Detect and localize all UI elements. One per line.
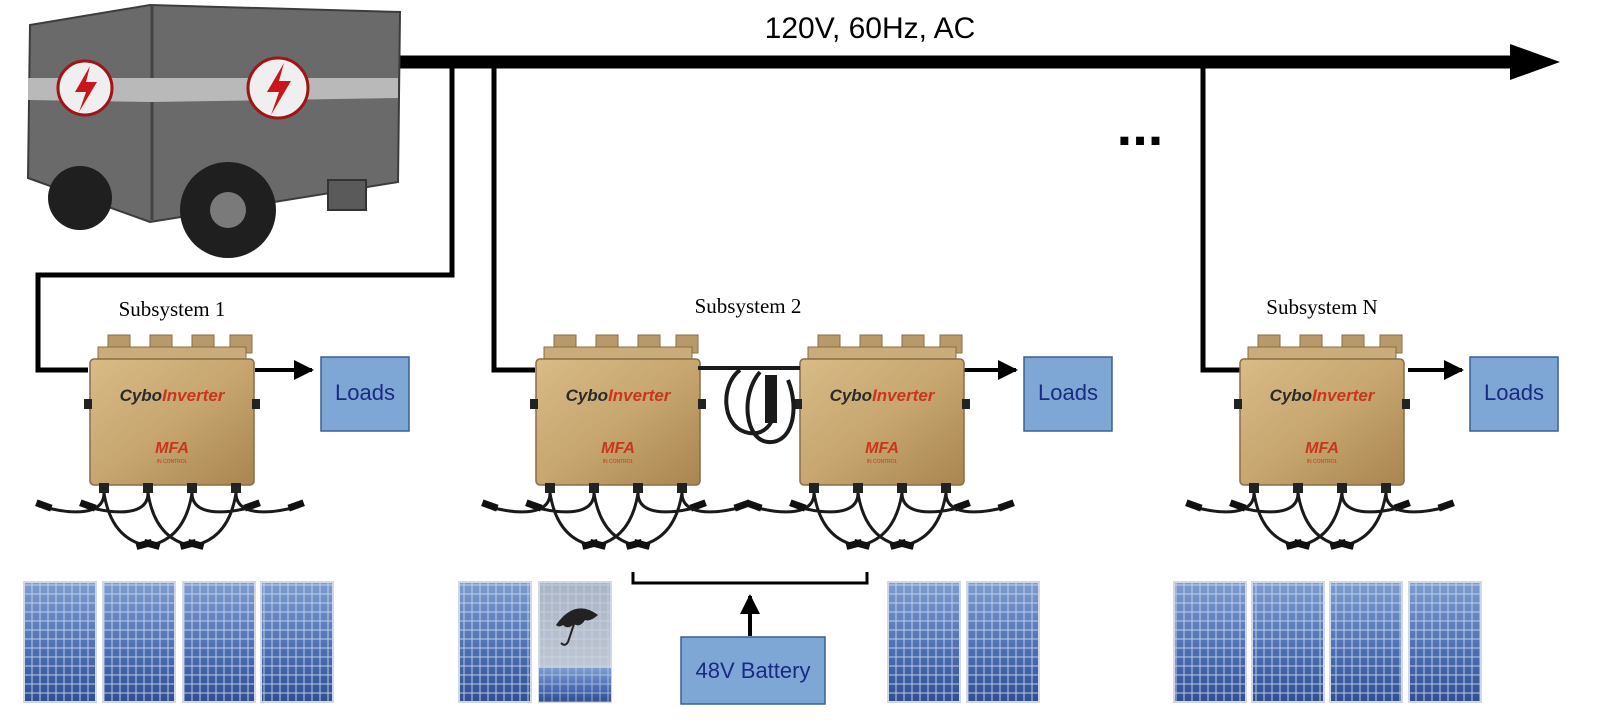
maker-tagline: IN CONTROL: [867, 459, 898, 465]
subsystem-title: Subsystem 2: [695, 294, 802, 318]
solar-panel: [102, 581, 176, 703]
branch-wires: [35, 62, 1240, 373]
loads-label: Loads: [335, 380, 395, 405]
loads-label: Loads: [1038, 380, 1098, 405]
maker-tagline: IN CONTROL: [157, 459, 188, 465]
solar-panel: [1251, 581, 1325, 703]
solar-panel: [260, 581, 334, 703]
solar-panel: [458, 581, 532, 703]
battery-box: 48V Battery: [680, 636, 826, 705]
maker-logo: MFA: [865, 440, 899, 457]
solar-panel: [23, 581, 97, 703]
loads-label: Loads: [1484, 380, 1544, 405]
inverter-brand: CyboInverter: [830, 386, 936, 405]
inverter-brand: CyboInverter: [566, 386, 672, 405]
solar-panel: [887, 581, 961, 703]
maker-tagline: IN CONTROL: [1307, 459, 1338, 465]
wire-subsystem-n: [1200, 62, 1240, 373]
wire-subsystem-1: [35, 62, 455, 373]
generator-trailer: [26, 3, 402, 258]
solar-panel: [1329, 581, 1403, 703]
lightning-bolt-icon: [246, 56, 310, 120]
maker-logo: MFA: [155, 440, 189, 457]
inverter-brand: CyboInverter: [1270, 386, 1376, 405]
shaded-solar-panel: [538, 581, 612, 703]
loads-box: Loads: [962, 356, 1113, 432]
bus-label: 120V, 60Hz, AC: [765, 12, 976, 45]
ellipsis-text: ...: [1117, 94, 1164, 157]
solar-panel: [1408, 581, 1482, 703]
loads-box: Loads: [255, 356, 410, 432]
loads-box: Loads: [1408, 356, 1559, 432]
solar-panel: [1173, 581, 1247, 703]
solar-panel: [182, 581, 256, 703]
subsystem-title: Subsystem N: [1266, 295, 1377, 319]
umbrella-icon: [556, 608, 598, 646]
maker-tagline: IN CONTROL: [603, 459, 634, 465]
subsystem-title: Subsystem 1: [119, 297, 226, 321]
bus-arrowhead: [1510, 44, 1560, 80]
solar-panels-layer: [23, 581, 1482, 703]
inter-inverter-cable: [698, 366, 800, 445]
maker-logo: MFA: [1305, 440, 1339, 457]
inverter-brand: CyboInverter: [120, 386, 226, 405]
ac-bus: 120V, 60Hz, AC: [395, 12, 1560, 80]
wire-subsystem-2: [491, 62, 535, 373]
maker-logo: MFA: [601, 440, 635, 457]
battery-label: 48V Battery: [696, 658, 811, 683]
battery-connection: [631, 572, 869, 636]
lightning-bolt-icon: [56, 59, 114, 117]
solar-panel: [966, 581, 1040, 703]
